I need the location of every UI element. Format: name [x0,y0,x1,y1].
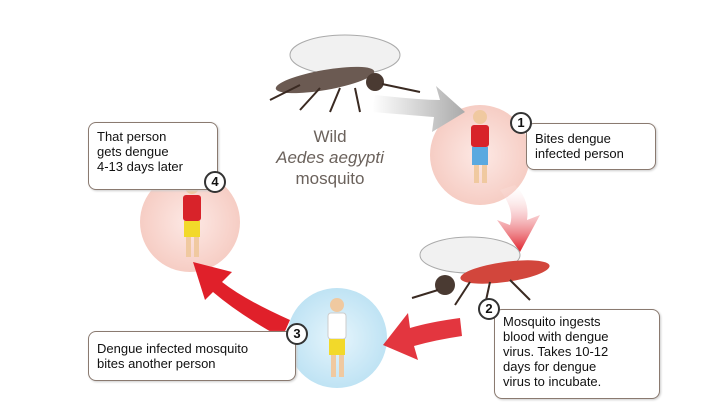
step-3-box: Dengue infected mosquito bites another p… [88,331,296,381]
step-1-box: Bites dengue infected person [526,123,656,170]
step-4-box: That person gets dengue 4-13 days later [88,122,218,190]
step-1-text: Bites dengue infected person [535,131,624,161]
center-label-species: Aedes aegypti [276,148,384,167]
step-4-text: That person gets dengue 4-13 days later [97,129,183,174]
step-2-badge: 2 [478,298,500,320]
red-arrow-left [383,313,462,360]
center-label: Wild Aedes aegypti mosquito [270,126,390,189]
person-icon-1 [471,110,489,183]
person-icon-3 [327,298,347,377]
step-1-badge: 1 [510,112,532,134]
step-3-text: Dengue infected mosquito bites another p… [97,341,249,371]
step-3-badge: 3 [286,323,308,345]
center-label-line3: mosquito [295,169,365,188]
red-arrow-down [497,185,540,252]
red-arrow-up-left [193,262,290,338]
step-2-text: Mosquito ingests blood with dengue virus… [503,314,609,389]
step-4-badge: 4 [204,171,226,193]
step-2-box: Mosquito ingests blood with dengue virus… [494,309,660,399]
mosquito-engorged-icon [411,236,550,306]
mosquito-icon [269,34,421,113]
center-label-line1: Wild [313,127,347,146]
gray-arrow [372,86,465,132]
